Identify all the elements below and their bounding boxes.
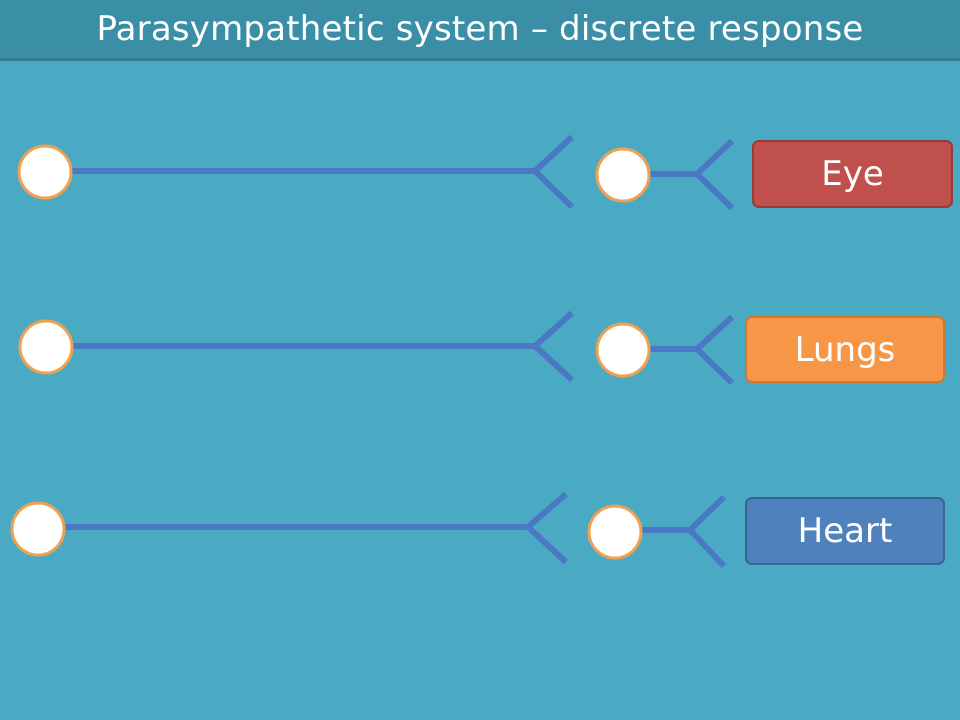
postganglionic-terminal-upper-eye xyxy=(694,138,735,177)
target-organ-label-heart: Heart xyxy=(797,511,893,551)
postganglionic-neuron-heart xyxy=(587,504,643,560)
target-organ-label-lungs: Lungs xyxy=(794,329,896,370)
postganglionic-terminal-lower-heart xyxy=(687,527,727,569)
pathway-heart xyxy=(10,491,727,569)
postganglionic-terminal-lower-lungs xyxy=(694,346,735,386)
pathway-eye xyxy=(17,134,735,211)
preganglionic-terminal-lower-lungs xyxy=(532,343,575,383)
preganglionic-neuron-heart xyxy=(10,501,66,557)
title-bar: Parasympathetic system – discrete respon… xyxy=(0,0,960,61)
postganglionic-terminal-upper-lungs xyxy=(694,314,735,352)
target-organ-label-eye: Eye xyxy=(821,154,884,194)
page-title: Parasympathetic system – discrete respon… xyxy=(96,9,864,49)
preganglionic-terminal-lower-heart xyxy=(525,524,569,565)
preganglionic-terminal-lower-eye xyxy=(532,168,575,210)
preganglionic-neuron-eye xyxy=(17,144,73,200)
postganglionic-terminal-upper-heart xyxy=(687,494,727,533)
preganglionic-terminal-upper-eye xyxy=(532,134,575,174)
postganglionic-neuron-eye xyxy=(595,147,651,203)
preganglionic-terminal-upper-heart xyxy=(526,491,568,530)
target-organ-heart: Heart xyxy=(745,497,945,565)
preganglionic-neuron-lungs xyxy=(18,319,74,375)
preganglionic-terminal-upper-lungs xyxy=(533,310,574,349)
target-organ-eye: Eye xyxy=(752,140,953,208)
postganglionic-terminal-lower-eye xyxy=(694,171,735,211)
target-organ-lungs: Lungs xyxy=(745,316,945,383)
postganglionic-neuron-lungs xyxy=(595,322,651,378)
pathway-lungs xyxy=(18,310,735,386)
